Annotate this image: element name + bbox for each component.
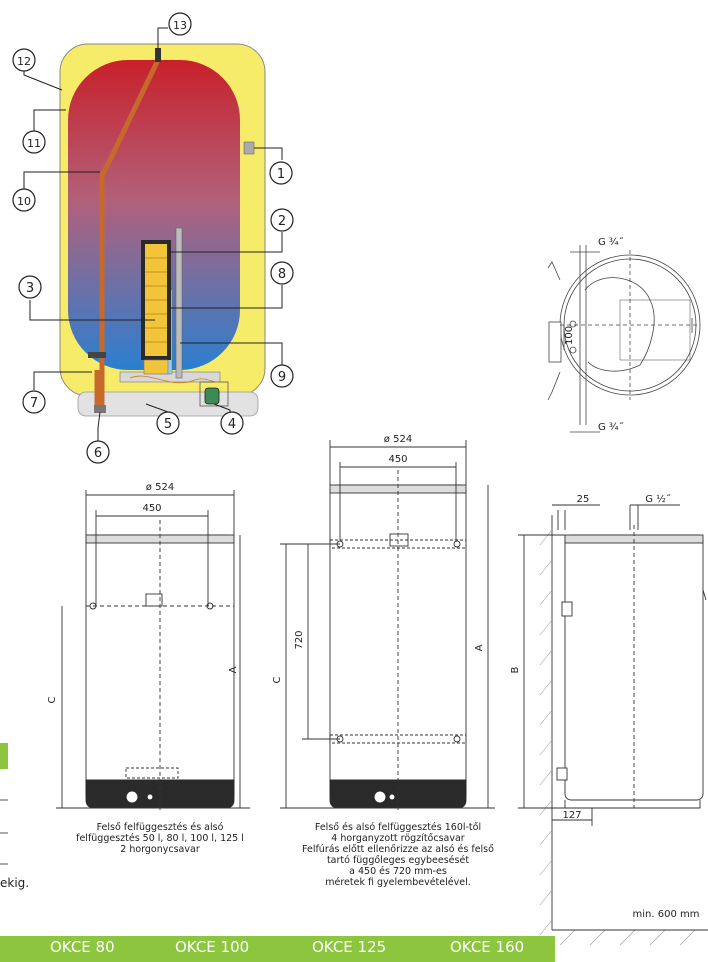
side-127: 127: [562, 810, 581, 821]
front1-A: A: [228, 666, 239, 673]
left-green-tab: [0, 743, 8, 769]
caption-middle-line-4: tartó függőleges egybeesését: [326, 855, 470, 866]
caption-middle-line-2: 4 horganyzott rögzítőcsavar: [331, 833, 465, 844]
caption-left-line-2: felfüggesztés 50 l, 80 l, 100 l, 125 l: [76, 833, 244, 844]
caption-left: Felső felfüggesztés és alsó felfüggeszté…: [60, 822, 260, 855]
front2-720: 720: [294, 630, 305, 649]
anode-rod: [175, 227, 183, 379]
caption-middle-line-5: a 450 és 720 mm-es: [349, 866, 447, 877]
hot-water-pipe: [99, 58, 161, 412]
side-25: 25: [577, 494, 590, 505]
front2-A: A: [474, 644, 485, 651]
cutaway-heater: [59, 43, 266, 417]
label-6: 6: [94, 446, 102, 461]
front1-C: C: [47, 696, 58, 703]
model-okce-80: OKCE 80: [50, 938, 115, 956]
caption-left-line-3: 2 horgonycsavar: [120, 844, 200, 855]
side-connector: [243, 141, 255, 155]
model-okce-125: OKCE 125: [312, 938, 387, 956]
front2-C: C: [272, 676, 283, 683]
front1-dia: ø 524: [146, 482, 174, 493]
top-g34-label-top: G ¾˝: [598, 236, 624, 248]
front-view-1: [56, 490, 250, 810]
pressure-valve: [88, 352, 106, 358]
label-10: 10: [17, 195, 31, 208]
hot-water-outlet: [155, 48, 161, 62]
label-1: 1: [277, 167, 285, 182]
label-11: 11: [27, 137, 41, 150]
label-8: 8: [278, 267, 286, 282]
cold-water-inlet: [94, 405, 106, 413]
side-min600: min. 600 mm: [633, 909, 700, 920]
left-text-fragment: ekig.: [0, 876, 29, 890]
front2-450: 450: [388, 454, 407, 465]
label-4: 4: [228, 417, 236, 432]
top-g34-label-bottom: G ¾˝: [598, 421, 624, 433]
callout-lines: [23, 27, 283, 452]
front2-dia: ø 524: [384, 434, 412, 445]
caption-middle: Felső és alsó felfüggesztés 160l-től 4 h…: [298, 822, 498, 888]
label-5: 5: [164, 417, 172, 432]
model-okce-160: OKCE 160: [450, 938, 525, 956]
tank-body: [68, 60, 240, 370]
label-9: 9: [278, 370, 286, 385]
side-g12: G ½˝: [645, 493, 671, 505]
top-dim-100: 100: [564, 326, 575, 345]
control-box: [199, 381, 229, 407]
element-base: [143, 359, 169, 375]
model-bar: [0, 936, 555, 962]
caption-middle-line-1: Felső és alsó felfüggesztés 160l-től: [314, 822, 482, 833]
caption-middle-line-3: Felfúrás előtt ellenőrizze az alsó és fe…: [302, 844, 494, 855]
top-view: [547, 245, 701, 433]
side-B: B: [510, 666, 521, 673]
label-2: 2: [278, 214, 286, 229]
side-view: [518, 504, 708, 946]
label-12: 12: [17, 55, 31, 68]
model-okce-100: OKCE 100: [175, 938, 250, 956]
caption-left-line-1: Felső felfüggesztés és alsó: [96, 822, 224, 833]
front-view-2: [280, 440, 495, 810]
label-13: 13: [173, 19, 187, 32]
caption-middle-line-6: méretek fi gyelembevételével.: [325, 877, 471, 888]
label-3: 3: [26, 281, 34, 296]
thermostat-knob: [204, 387, 220, 405]
label-7: 7: [30, 396, 38, 411]
front1-450: 450: [142, 503, 161, 514]
